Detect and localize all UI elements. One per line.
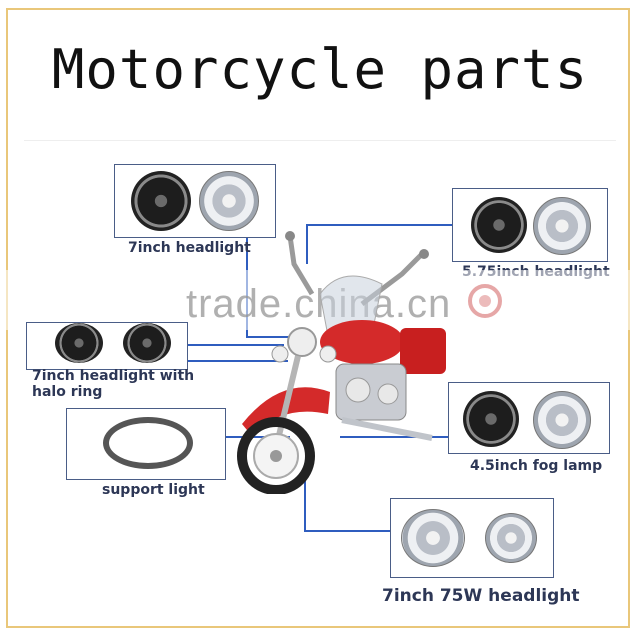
part-label: 7inch headlight with halo ring [32,368,194,400]
part-label-line: 7inch headlight with [32,368,195,384]
headlight-icon [471,197,527,253]
part-label-line: halo ring [32,384,103,400]
watermark-band [0,270,640,330]
connector-line [304,530,390,532]
part-label: 4.5inch fog lamp [470,458,603,474]
headlight-icon [131,171,191,231]
connector-line [306,224,308,264]
connector-line [188,360,288,362]
part-panel-support-light [66,408,226,480]
part-panel-575inch-headlight [452,188,608,262]
motorcycle-image [237,231,446,494]
title-divider [24,140,616,141]
fog-lamp-icon [533,391,591,449]
headlight-icon [199,171,259,231]
connector-line [340,436,448,438]
connector-line [188,344,284,346]
part-label: 7inch headlight [128,240,251,256]
part-panel-halo-headlight [26,322,188,370]
part-label: support light [102,482,205,498]
support-ring-icon [103,417,193,469]
watermark-text: trade.china.cn [186,282,452,326]
part-label: 7inch 75W headlight [382,586,580,606]
headlight-icon [485,513,537,563]
halo-headlight-icon [123,323,171,363]
headlight-icon [401,509,465,567]
connector-line [226,436,290,438]
fog-lamp-icon [463,391,519,447]
part-panel-fog-lamp [448,382,610,454]
halo-headlight-icon [55,323,103,363]
part-panel-7inch-headlight [114,164,276,238]
part-panel-75w-headlight [390,498,554,578]
connector-line [246,336,306,338]
connector-line [304,470,306,530]
headlight-icon [533,197,591,255]
watermark-logo-icon [468,284,502,318]
page-title: Motorcycle parts [51,38,589,101]
connector-line [306,224,452,226]
